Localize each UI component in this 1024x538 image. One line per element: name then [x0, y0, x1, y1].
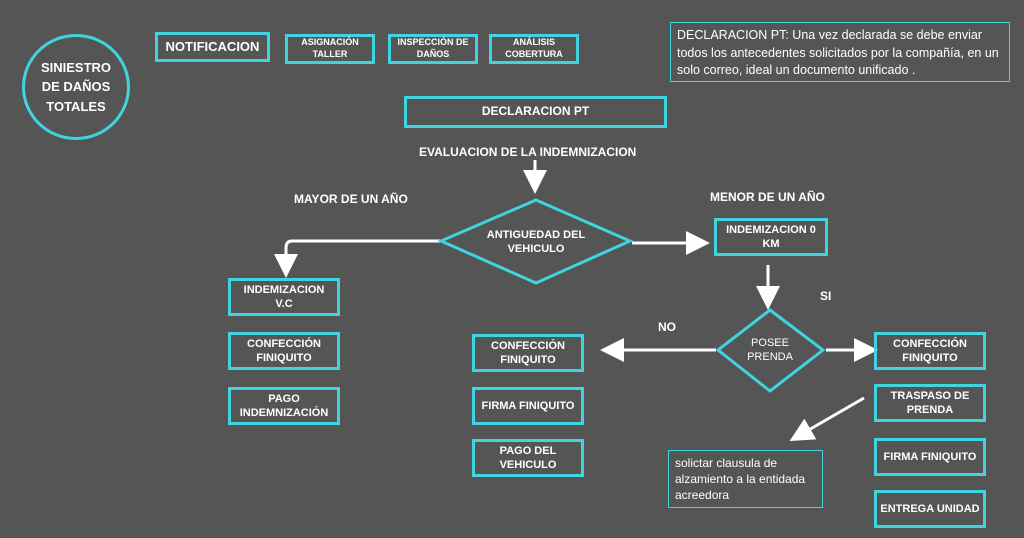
note-declaracion-text: DECLARACION PT: Una vez declarada se deb…	[677, 28, 999, 77]
decision-antiguedad-label: ANTIGUEDAD DEL VEHICULO	[470, 222, 602, 262]
arrow-mayor-to-indemizacion-vc	[274, 239, 440, 278]
entrega-unidad-label: ENTREGA UNIDAD	[880, 502, 980, 515]
step-analisis-label: ANÁLISIS COBERTURA	[505, 37, 563, 59]
note-alzamiento-text: solictar clausula de alzamiento a la ent…	[675, 456, 806, 503]
title-text: SINIESTRO DE DAÑOS TOTALES	[40, 59, 112, 114]
entrega-unidad-box: ENTREGA UNIDAD	[874, 490, 986, 528]
pago-vehiculo-box: PAGO DEL VEHICULO	[472, 439, 584, 477]
note-declaracion: DECLARACION PT: Una vez declarada se deb…	[670, 22, 1010, 82]
confeccion-finiquito-left-label: CONFECCIÓN FINIQUITO	[247, 337, 321, 364]
firma-finiquito-si-box: FIRMA FINIQUITO	[874, 438, 986, 476]
label-si: SI	[820, 289, 832, 303]
decision-prenda-text: POSEE PRENDA	[747, 336, 793, 363]
arrow-traspaso-to-note	[789, 396, 865, 442]
step-asignacion-taller: ASIGNACIÓN TALLER	[285, 34, 375, 64]
step-inspeccion-label: INSPECCIÓN DE DAÑOS	[397, 37, 469, 59]
firma-finiquito-no-label: FIRMA FINIQUITO	[481, 399, 575, 412]
declaracion-pt-box: DECLARACION PT	[404, 96, 667, 128]
confeccion-finiquito-no-label: CONFECCIÓN FINIQUITO	[491, 339, 565, 366]
confeccion-finiquito-si-box: CONFECCIÓN FINIQUITO	[874, 332, 986, 370]
label-mayor: MAYOR DE UN AÑO	[294, 192, 408, 206]
pago-indemnizacion-label: PAGO INDEMNIZACIÓN	[239, 392, 329, 419]
step-analisis-cobertura: ANÁLISIS COBERTURA	[489, 34, 579, 64]
decision-prenda-shape	[715, 308, 826, 393]
traspaso-prenda-box: TRASPASO DE PRENDA	[874, 384, 986, 422]
confeccion-finiquito-no-box: CONFECCIÓN FINIQUITO	[472, 334, 584, 372]
confeccion-finiquito-left-box: CONFECCIÓN FINIQUITO	[228, 332, 340, 370]
indemizacion-vc-label: INDEMIZACION V.C	[243, 283, 325, 310]
indemizacion-0km-label: INDEMIZACION 0 KM	[726, 223, 816, 250]
step-inspeccion-danos: INSPECCIÓN DE DAÑOS	[388, 34, 478, 64]
evaluacion-label: EVALUACION DE LA INDEMNIZACION	[419, 145, 637, 159]
step-asignacion-label: ASIGNACIÓN TALLER	[301, 37, 359, 59]
step-notificacion: NOTIFICACION	[155, 32, 270, 62]
label-no: NO	[658, 320, 676, 334]
confeccion-finiquito-si-label: CONFECCIÓN FINIQUITO	[893, 337, 967, 364]
pago-indemnizacion-box: PAGO INDEMNIZACIÓN	[228, 387, 340, 425]
pago-vehiculo-label: PAGO DEL VEHICULO	[499, 444, 557, 471]
title-circle: SINIESTRO DE DAÑOS TOTALES	[22, 34, 130, 140]
firma-finiquito-no-box: FIRMA FINIQUITO	[472, 387, 584, 425]
decision-antiguedad-shape	[437, 198, 634, 285]
traspaso-prenda-label: TRASPASO DE PRENDA	[890, 389, 970, 416]
indemizacion-vc-box: INDEMIZACION V.C	[228, 278, 340, 316]
label-menor: MENOR DE UN AÑO	[710, 190, 825, 204]
decision-prenda-label: POSEE PRENDA	[740, 333, 800, 367]
note-alzamiento: solictar clausula de alzamiento a la ent…	[668, 450, 823, 508]
indemizacion-0km-box: INDEMIZACION 0 KM	[714, 218, 828, 256]
decision-antiguedad-text: ANTIGUEDAD DEL VEHICULO	[486, 228, 586, 255]
step-notificacion-label: NOTIFICACION	[165, 38, 260, 54]
declaracion-pt-label: DECLARACION PT	[481, 104, 590, 119]
firma-finiquito-si-label: FIRMA FINIQUITO	[883, 450, 977, 463]
